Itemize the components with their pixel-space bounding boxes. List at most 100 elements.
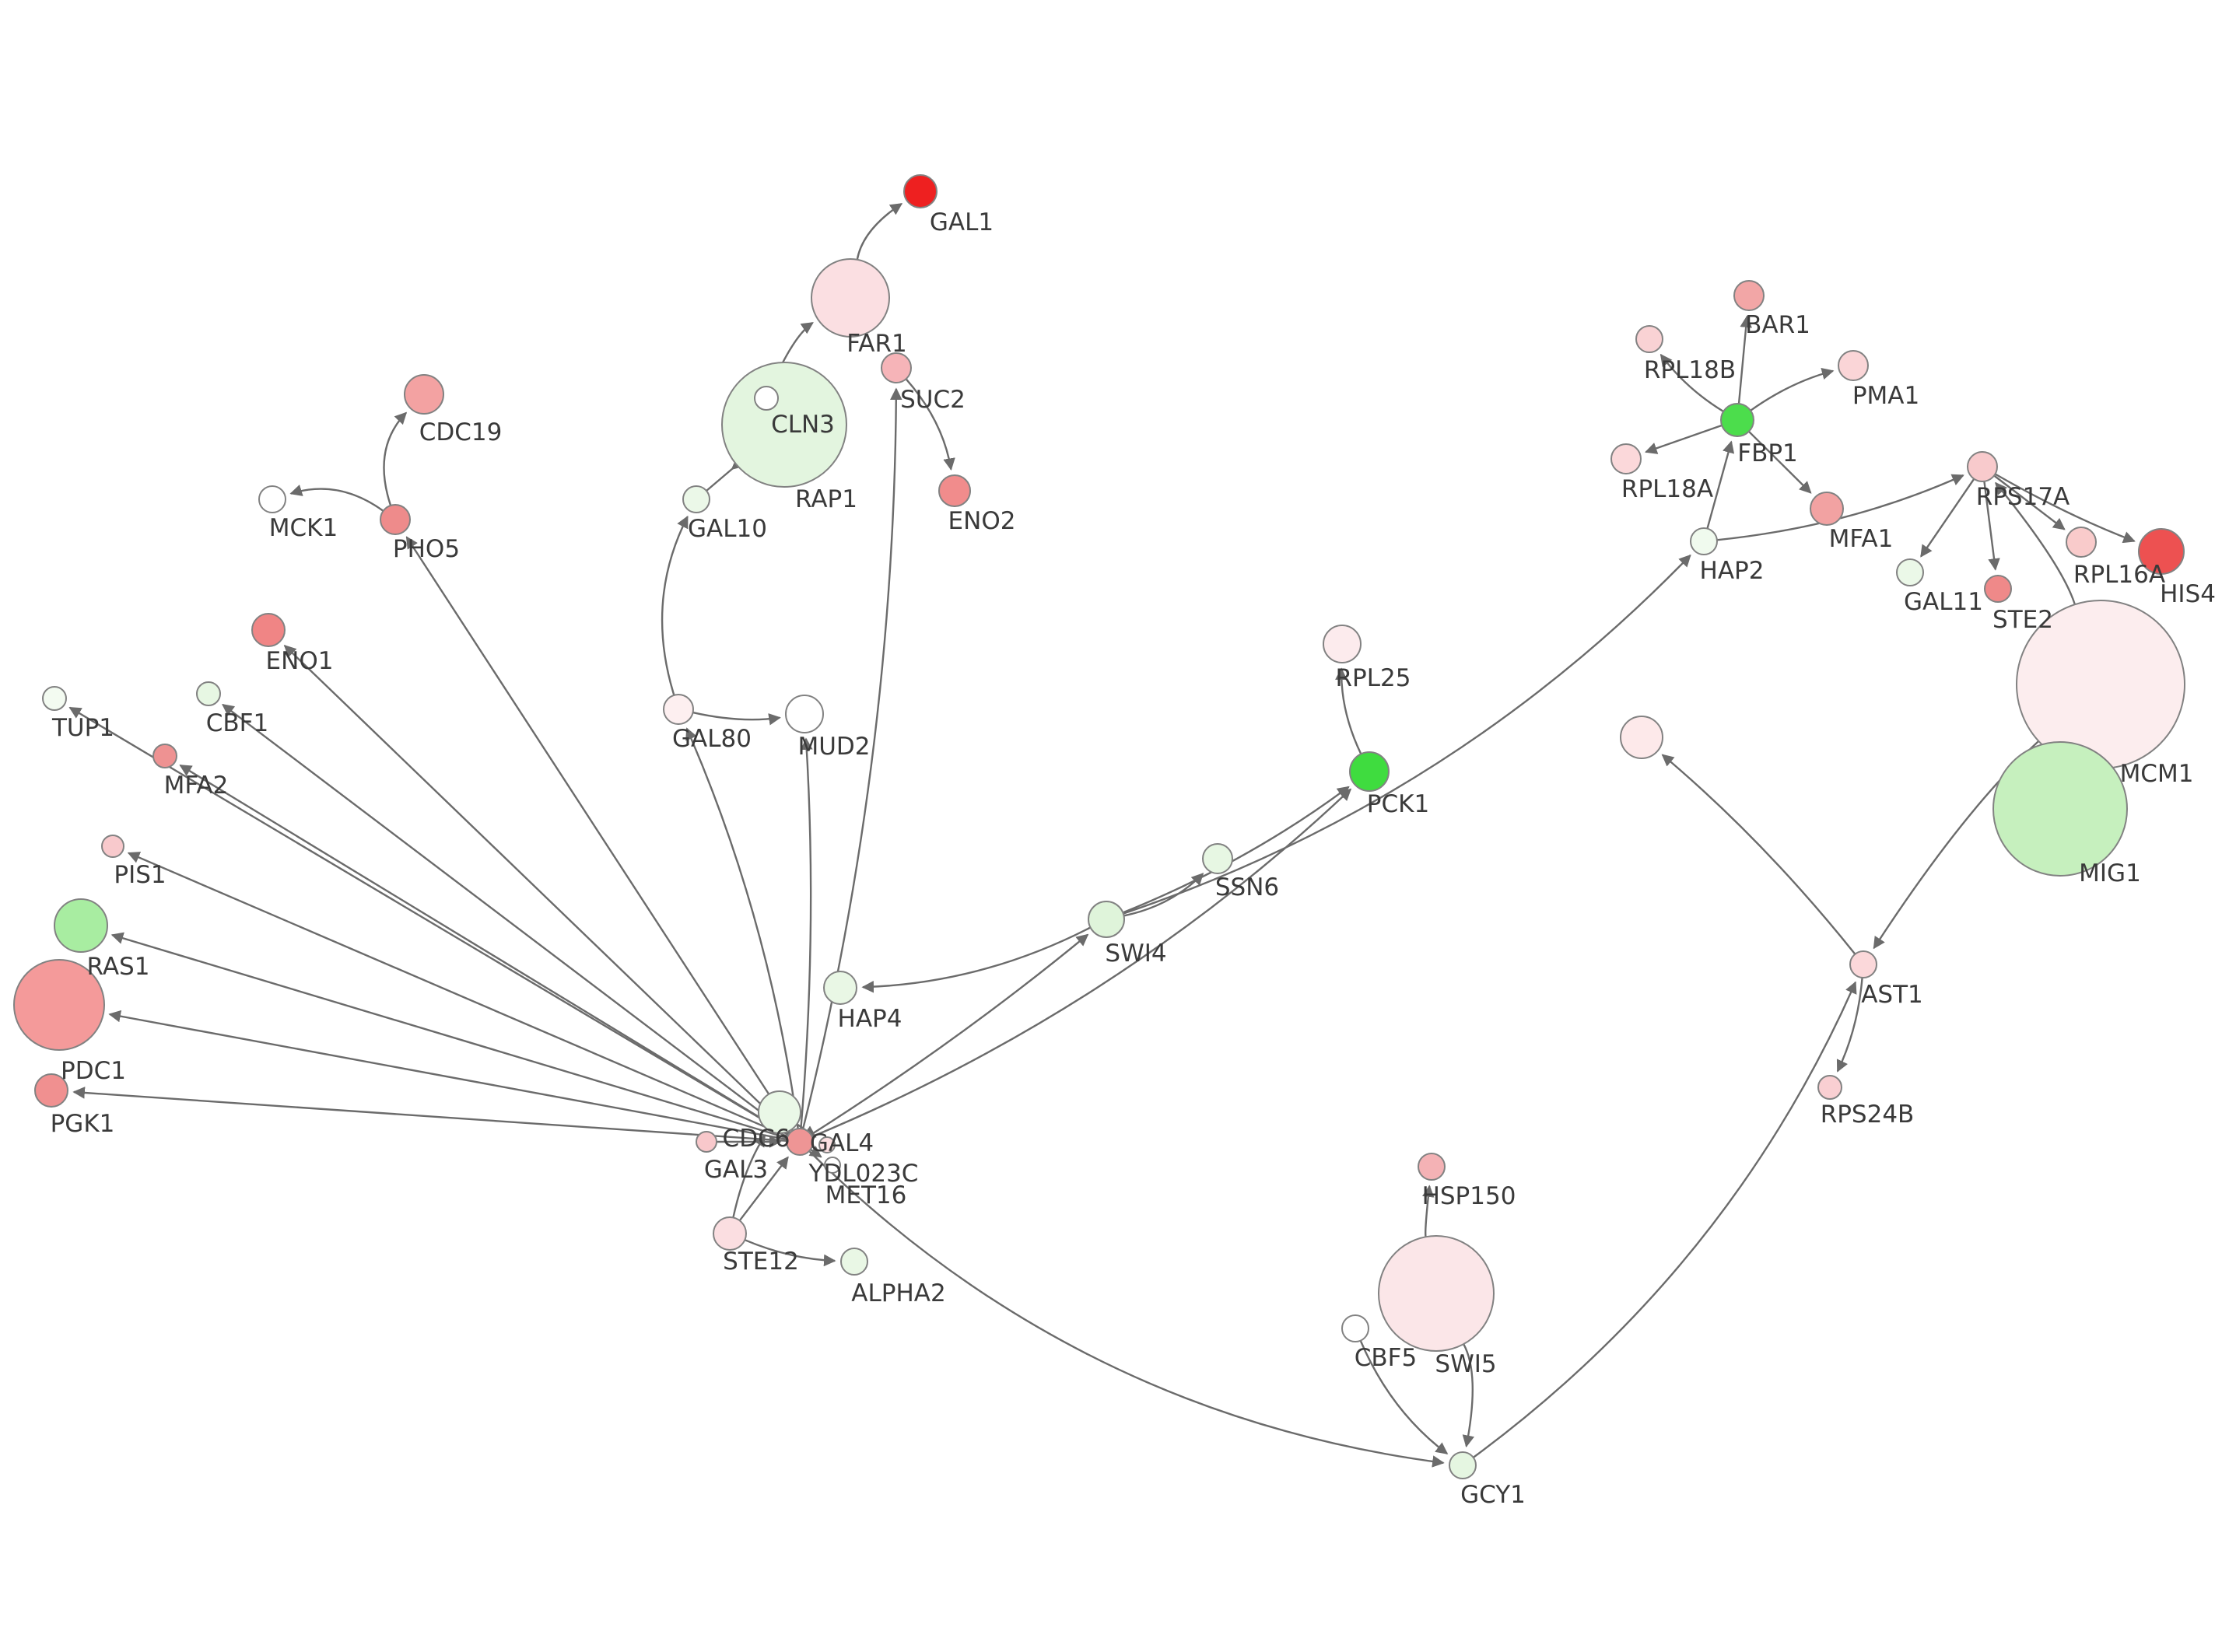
node-ENO2[interactable]: [938, 474, 971, 507]
node-GAL4[interactable]: [786, 1128, 814, 1156]
edge-PHO5-MCK1[interactable]: [289, 484, 384, 512]
node-RPL18B[interactable]: [1635, 325, 1663, 353]
edge-GAL4-MFA2[interactable]: [179, 764, 790, 1136]
node-HSP150[interactable]: [1418, 1153, 1446, 1181]
node-PHO5[interactable]: [380, 504, 411, 535]
edge-GAL4-SUC2[interactable]: [801, 387, 902, 1129]
node-MFA2[interactable]: [152, 744, 177, 768]
edge-STE12-ALPHA2[interactable]: [744, 1239, 836, 1267]
node-ALPHA2[interactable]: [840, 1248, 868, 1276]
node-BAR1[interactable]: [1733, 280, 1765, 311]
node-FBP1[interactable]: [1720, 403, 1754, 437]
node-MFA1[interactable]: [1810, 492, 1844, 526]
edge-CBF5-GCY1[interactable]: [1359, 1340, 1449, 1454]
edge-SWI5-HSP150[interactable]: [1422, 1185, 1435, 1237]
node-CBF1[interactable]: [196, 681, 221, 706]
edge-GAL4-SWI4[interactable]: [810, 933, 1089, 1136]
edge-SWI4-HAP2[interactable]: [1123, 554, 1691, 915]
edge-SWI5-GCY1[interactable]: [1462, 1343, 1475, 1448]
node-RPS17A[interactable]: [1967, 451, 1998, 482]
node-CLN3[interactable]: [754, 386, 779, 411]
edge-GAL80-GAL10[interactable]: [661, 515, 689, 696]
node-GAL1[interactable]: [903, 174, 938, 208]
node-SWI4[interactable]: [1088, 901, 1125, 938]
node-STE2[interactable]: [1984, 575, 2012, 603]
edge-GAL4-RAS1[interactable]: [110, 932, 788, 1139]
edge-GAL10-RAP1[interactable]: [706, 457, 745, 492]
node-RPS24B[interactable]: [1817, 1075, 1842, 1100]
node-YDL023C[interactable]: [818, 1136, 836, 1153]
node-SSN6[interactable]: [1202, 843, 1233, 874]
edge-RPS17A-HIS4[interactable]: [1994, 473, 2136, 544]
node-HAP2[interactable]: [1690, 527, 1718, 555]
edge-GAL4-PIS1[interactable]: [127, 852, 788, 1138]
edge-RPS17A-STE2[interactable]: [1983, 481, 2000, 571]
edge-FBP1-RPL18A[interactable]: [1645, 424, 1723, 454]
edge-GAL4-TUP1[interactable]: [68, 706, 790, 1136]
node-TUP1[interactable]: [42, 686, 67, 711]
node-HAP4[interactable]: [823, 971, 857, 1005]
node-N1[interactable]: [1620, 716, 1663, 759]
node-GAL11[interactable]: [1896, 558, 1924, 586]
edge-FBP1-BAR1[interactable]: [1737, 315, 1752, 404]
edge-FBP1-MFA1[interactable]: [1748, 430, 1812, 494]
edge-GAL4-MET16[interactable]: [808, 1146, 822, 1158]
node-GAL80[interactable]: [663, 694, 694, 725]
edge-GAL4-GCY1[interactable]: [808, 1150, 1445, 1468]
node-RAS1[interactable]: [54, 898, 108, 953]
node-GAL10[interactable]: [682, 485, 710, 513]
edge-GAL4-CBF1[interactable]: [222, 703, 790, 1135]
edge-GAL4-PDC1[interactable]: [108, 1010, 787, 1141]
node-SWI5[interactable]: [1378, 1235, 1495, 1352]
edge-SWI4-HAP4[interactable]: [861, 926, 1092, 993]
node-HIS4[interactable]: [2138, 528, 2185, 575]
edge-SUC2-ENO2[interactable]: [905, 378, 955, 471]
node-MET16[interactable]: [824, 1157, 841, 1174]
node-MIG1[interactable]: [1992, 741, 2128, 877]
edge-HAP2-RPS17A[interactable]: [1716, 474, 1964, 541]
edge-PHO5-CDC19[interactable]: [383, 411, 408, 506]
edge-GAL4-ENO1[interactable]: [283, 645, 791, 1134]
edge-GAL4-PHO5[interactable]: [405, 536, 794, 1132]
node-ENO1[interactable]: [251, 613, 286, 647]
node-CDC6[interactable]: [758, 1090, 801, 1134]
edge-STE12-GAL4[interactable]: [738, 1156, 789, 1222]
node-GCY1[interactable]: [1449, 1451, 1477, 1479]
node-MUD2[interactable]: [785, 695, 824, 733]
edge-SWI4-PCK1[interactable]: [1122, 786, 1350, 914]
edge-GAL4-PCK1[interactable]: [811, 788, 1352, 1138]
node-PDC1[interactable]: [13, 959, 105, 1051]
edge-MCM1-RPS17A[interactable]: [1995, 481, 2077, 605]
edge-AST1-RPS24B[interactable]: [1836, 977, 1863, 1073]
edge-GCY1-AST1[interactable]: [1472, 981, 1857, 1458]
node-PCK1[interactable]: [1349, 751, 1390, 792]
node-AST1[interactable]: [1849, 950, 1877, 978]
node-PIS1[interactable]: [101, 835, 124, 858]
node-CDC19[interactable]: [404, 374, 444, 415]
edge-RPS17A-GAL11[interactable]: [1920, 478, 1975, 558]
node-PGK1[interactable]: [34, 1073, 68, 1108]
edge-PCK1-RPL25[interactable]: [1335, 667, 1362, 754]
node-RPL18A[interactable]: [1610, 443, 1642, 474]
edge-GAL4-GAL80[interactable]: [685, 727, 799, 1129]
node-PMA1[interactable]: [1838, 350, 1869, 381]
node-GAL3[interactable]: [696, 1131, 717, 1153]
node-MCK1[interactable]: [258, 485, 286, 513]
node-SUC2[interactable]: [881, 352, 912, 383]
edge-FBP1-PMA1[interactable]: [1750, 367, 1835, 411]
node-RPL25[interactable]: [1323, 625, 1362, 663]
edge-GAL4-PGK1[interactable]: [72, 1087, 787, 1142]
edge-STE12-CDC6[interactable]: [732, 1134, 766, 1218]
edge-FBP1-RPL18B[interactable]: [1659, 353, 1724, 413]
edge-GAL4-MUD2[interactable]: [800, 737, 813, 1129]
node-CBF5[interactable]: [1341, 1314, 1369, 1342]
edge-SWI4-SSN6[interactable]: [1123, 873, 1204, 917]
edge-GAL80-MUD2[interactable]: [692, 711, 781, 726]
edge-HAP2-FBP1[interactable]: [1706, 440, 1735, 529]
node-FAR1[interactable]: [811, 258, 890, 338]
node-RAP1[interactable]: [721, 362, 847, 488]
edge-RPS17A-RPL16A[interactable]: [1993, 474, 2066, 530]
node-RPL16A[interactable]: [2066, 527, 2097, 558]
edge-FAR1-GAL1[interactable]: [856, 203, 903, 261]
node-STE12[interactable]: [713, 1216, 747, 1251]
